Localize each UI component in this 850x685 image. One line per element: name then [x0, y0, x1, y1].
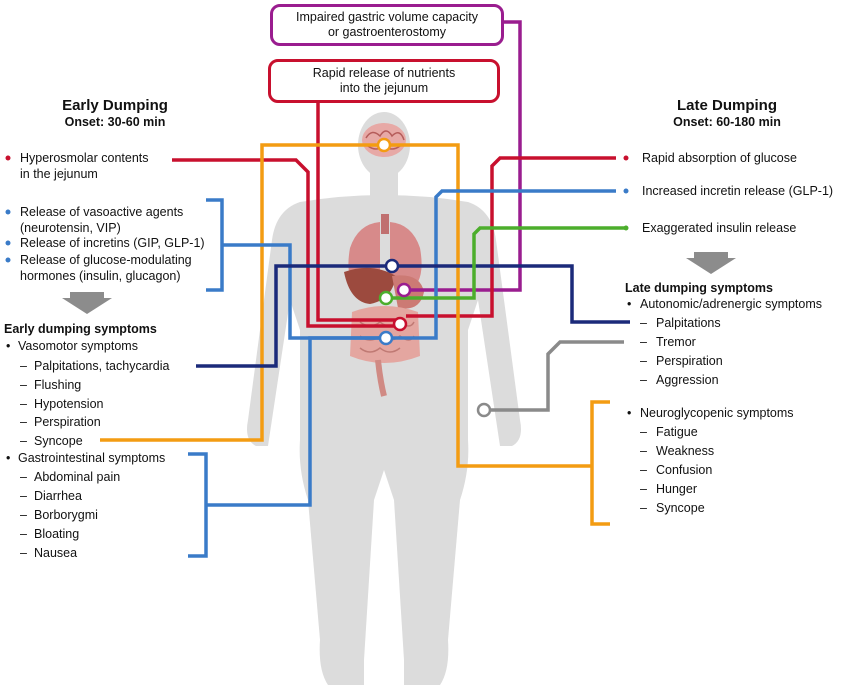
connector-blue-late: [386, 189, 616, 340]
early-cause-glucose-2: hormones (insulin, glucagon): [20, 269, 181, 283]
node-brain: [376, 137, 392, 153]
late-neuro-label: Neuroglycopenic symptoms: [640, 406, 794, 420]
late-neuro-dash-3: –: [640, 482, 647, 496]
bracket-orange-neuro: [590, 400, 610, 526]
early-vaso-dash-0: –: [20, 359, 27, 373]
connector-orange-late: [384, 143, 592, 468]
early-gi-item-2: Borborygmi: [34, 508, 98, 522]
connector-navy-late: [392, 264, 630, 324]
late-auto-item-3: Aggression: [656, 373, 719, 387]
early-cause-vasoactive-1: Release of vasoactive agents: [20, 205, 184, 219]
early-gi-item-1: Diarrhea: [34, 489, 82, 503]
early-cause-hyperosmolar-2: in the jejunum: [20, 167, 98, 181]
early-symptoms-title: Early dumping symptoms: [4, 322, 157, 336]
early-vaso-dash-1: –: [20, 378, 27, 392]
early-gi-dash-0: –: [20, 470, 27, 484]
late-auto-item-2: Perspiration: [656, 354, 723, 368]
late-neuro-dash-1: –: [640, 444, 647, 458]
late-cause-incretin: Increased incretin release (GLP-1): [642, 184, 834, 198]
box-rapid-release: Rapid release of nutrients into the jeju…: [268, 59, 500, 103]
late-auto-item-1: Tremor: [656, 335, 696, 349]
late-neuro-item-2: Confusion: [656, 463, 713, 477]
arrow-down-early-icon: [62, 292, 112, 314]
connector-orange-early: [100, 143, 384, 442]
late-cause-absorption: Rapid absorption of glucose: [642, 151, 797, 165]
bracket-blue-gi: [188, 452, 208, 558]
late-neuro-dash-0: –: [640, 425, 647, 439]
connector-gray: [484, 340, 624, 412]
early-cause-incretins: Release of incretins (GIP, GLP-1): [20, 236, 205, 250]
node-intestine-red: [392, 316, 408, 332]
late-auto-item-0: Palpitations: [656, 316, 721, 330]
early-gi-item-3: Bloating: [34, 527, 80, 541]
early-gi-dash-2: –: [20, 508, 27, 522]
early-vaso-dash-3: –: [20, 415, 27, 429]
early-vaso-dash-4: –: [20, 434, 27, 448]
early-gastro-bullet: •: [6, 451, 11, 465]
early-vasomotor-label: Vasomotor symptoms: [18, 339, 138, 353]
connector-red-rapid: [316, 102, 398, 322]
early-gi-item-4: Nausea: [34, 546, 78, 560]
early-gastro-label: Gastrointestinal symptoms: [18, 451, 166, 465]
late-auto-dash-1: –: [640, 335, 647, 349]
late-neuro-dash-2: –: [640, 463, 647, 477]
node-intestine-blue: [378, 330, 394, 346]
box-gastric-line1: Impaired gastric volume capacity: [295, 10, 479, 24]
box-gastric-capacity: Impaired gastric volume capacity or gast…: [270, 4, 504, 46]
connector-navy-early: [196, 264, 392, 368]
early-vaso-item-2: Hypotension: [34, 397, 104, 411]
late-cause-insulin: Exaggerated insulin release: [642, 221, 797, 235]
late-neuro-dash-4: –: [640, 501, 647, 515]
early-gi-dash-1: –: [20, 489, 27, 503]
late-symptoms-title: Late dumping symptoms: [625, 281, 773, 295]
early-gi-dash-3: –: [20, 527, 27, 541]
nodes: [376, 137, 492, 418]
late-neuro-item-4: Syncope: [656, 501, 705, 515]
late-onset: Onset: 60-180 min: [673, 115, 781, 129]
late-autonomic-label: Autonomic/adrenergic symptoms: [640, 297, 823, 311]
early-cause-vasoactive-2: (neurotensin, VIP): [20, 221, 121, 235]
connector-purple: [404, 20, 522, 292]
late-auto-dash-3: –: [640, 373, 647, 387]
bracket-blue-hormones: [206, 198, 224, 292]
late-auto-dash-2: –: [640, 354, 647, 368]
body-silhouette: [247, 112, 521, 685]
late-autonomic-bullet: •: [627, 297, 632, 311]
connector-red-hyper: [172, 158, 400, 328]
early-cause-glucose-1: Release of glucose-modulating: [20, 253, 192, 267]
early-vaso-item-1: Flushing: [34, 378, 82, 392]
early-vaso-item-0: Palpitations, tachycardia: [34, 359, 170, 373]
late-neuro-item-0: Fatigue: [656, 425, 698, 439]
connector-green: [386, 226, 626, 300]
early-onset: Onset: 30-60 min: [64, 115, 166, 129]
early-cause-hyperosmolar-1: Hyperosmolar contents: [20, 151, 149, 165]
late-neuro-bullet: •: [627, 406, 632, 420]
late-neuro-item-1: Weakness: [656, 444, 715, 458]
box-rapid-line2: into the jejunum: [339, 81, 429, 95]
early-vaso-dash-2: –: [20, 397, 27, 411]
early-gi-dash-4: –: [20, 546, 27, 560]
early-vaso-item-3: Perspiration: [34, 415, 101, 429]
bullet-dots: [5, 155, 629, 263]
box-rapid-line1: Rapid release of nutrients: [312, 66, 456, 80]
connectors: [100, 20, 630, 558]
node-lungs: [384, 258, 400, 274]
late-auto-dash-0: –: [640, 316, 647, 330]
node-gray: [476, 402, 492, 418]
late-neuro-item-3: Hunger: [656, 482, 697, 496]
connector-blue-gi: [206, 336, 386, 507]
early-vasomotor-bullet: •: [6, 339, 11, 353]
early-vaso-item-4: Syncope: [34, 434, 83, 448]
node-stomach: [396, 282, 412, 298]
late-title: Late Dumping: [677, 97, 777, 114]
early-title: Early Dumping: [62, 97, 168, 114]
node-pancreas: [378, 290, 394, 306]
arrow-down-late-icon: [686, 252, 736, 274]
connector-red-absorb: [406, 156, 616, 318]
early-gi-item-0: Abdominal pain: [34, 470, 121, 484]
box-gastric-line2: or gastroenterostomy: [327, 25, 447, 39]
